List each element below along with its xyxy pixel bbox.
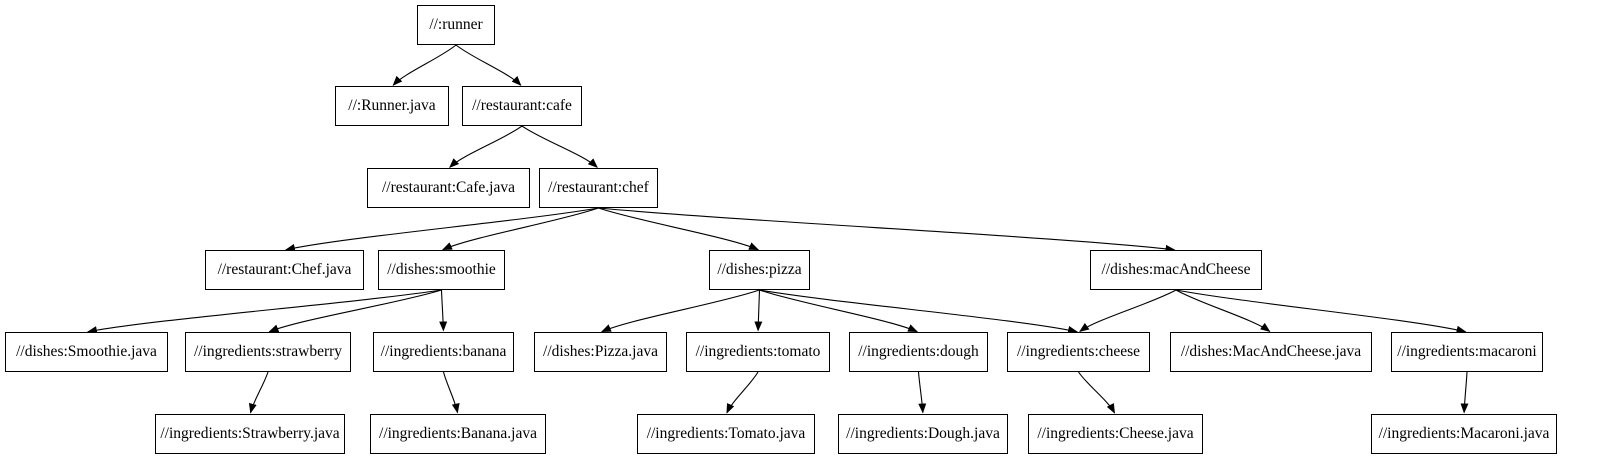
graph-edge-smoothie-to-banana xyxy=(439,289,448,332)
graph-node-banana[interactable]: //ingredients:banana xyxy=(373,332,514,372)
graph-node-cheese_java[interactable]: //ingredients:Cheese.java xyxy=(1028,414,1203,454)
graph-edge-macandcheese-to-macandcheese_java xyxy=(1175,289,1271,332)
graph-node-label: //dishes:Pizza.java xyxy=(543,343,658,361)
graph-node-tomato[interactable]: //ingredients:tomato xyxy=(686,332,830,372)
graph-edge-runner-to-runner_java xyxy=(392,44,457,86)
graph-node-tomato_java[interactable]: //ingredients:Tomato.java xyxy=(637,414,815,454)
graph-node-macandcheese_java[interactable]: //dishes:MacAndCheese.java xyxy=(1170,332,1372,372)
graph-node-label: //ingredients:Banana.java xyxy=(379,425,537,443)
graph-node-label: //ingredients:dough xyxy=(858,343,979,361)
graph-edge-tomato-to-tomato_java xyxy=(726,371,759,414)
graph-node-label: //:runner xyxy=(429,16,483,34)
graph-edge-cafe-to-cafe_java xyxy=(449,125,523,168)
graph-edge-pizza-to-tomato xyxy=(754,289,763,332)
graph-node-pizza[interactable]: //dishes:pizza xyxy=(709,250,810,290)
graph-node-runner[interactable]: //:runner xyxy=(417,5,495,45)
graph-node-label: //ingredients:strawberry xyxy=(193,343,343,361)
graph-node-label: //ingredients:Macaroni.java xyxy=(1378,425,1550,443)
graph-edge-cheese-to-cheese_java xyxy=(1078,371,1115,414)
graph-node-label: //ingredients:Tomato.java xyxy=(646,425,806,443)
graph-node-label: //ingredients:Cheese.java xyxy=(1037,425,1194,443)
graph-edge-cafe-to-chef xyxy=(521,125,598,168)
graph-node-label: //restaurant:Cafe.java xyxy=(382,179,515,197)
graph-node-dough_java[interactable]: //ingredients:Dough.java xyxy=(838,414,1008,454)
graph-node-runner_java[interactable]: //:Runner.java xyxy=(335,86,449,126)
graph-node-cafe[interactable]: //restaurant:cafe xyxy=(462,86,582,126)
graph-node-cheese[interactable]: //ingredients:cheese xyxy=(1007,332,1150,372)
graph-edge-pizza-to-cheese xyxy=(759,289,1078,334)
graph-node-dough[interactable]: //ingredients:dough xyxy=(849,332,988,372)
graph-edge-smoothie-to-strawberry xyxy=(268,289,442,333)
graph-node-label: //dishes:smoothie xyxy=(387,261,496,279)
graph-node-label: //restaurant:cafe xyxy=(472,97,572,115)
graph-node-chef[interactable]: //restaurant:chef xyxy=(539,168,658,208)
graph-node-label: //ingredients:cheese xyxy=(1016,343,1141,361)
graph-edge-macandcheese-to-cheese xyxy=(1079,289,1177,332)
graph-edge-chef-to-macandcheese xyxy=(598,207,1176,253)
graph-edge-macandcheese-to-macaroni xyxy=(1175,289,1467,334)
graph-edge-chef-to-chef_java xyxy=(285,207,599,252)
graph-edge-runner-to-cafe xyxy=(455,44,522,86)
graph-node-macandcheese[interactable]: //dishes:macAndCheese xyxy=(1090,250,1262,290)
graph-node-macaroni[interactable]: //ingredients:macaroni xyxy=(1391,332,1543,372)
graph-node-label: //dishes:macAndCheese xyxy=(1101,261,1251,279)
graph-edge-banana-to-banana_java xyxy=(442,371,460,414)
graph-node-label: //dishes:Smoothie.java xyxy=(16,343,157,361)
graph-edge-pizza-to-pizza_java xyxy=(601,289,760,333)
graph-edge-macaroni-to-macaroni_java xyxy=(1460,371,1469,414)
graph-node-strawberry_java[interactable]: //ingredients:Strawberry.java xyxy=(155,414,345,454)
graph-node-label: //restaurant:chef xyxy=(548,179,649,197)
graph-node-label: //dishes:pizza xyxy=(717,261,802,279)
graph-node-chef_java[interactable]: //restaurant:Chef.java xyxy=(205,250,364,290)
graph-edge-chef-to-smoothie xyxy=(442,207,599,251)
graph-node-smoothie_java[interactable]: //dishes:Smoothie.java xyxy=(5,332,168,372)
graph-node-label: //:Runner.java xyxy=(348,97,436,115)
graph-node-smoothie[interactable]: //dishes:smoothie xyxy=(378,250,505,290)
graph-node-label: //dishes:MacAndCheese.java xyxy=(1180,343,1362,361)
graph-node-strawberry[interactable]: //ingredients:strawberry xyxy=(185,332,351,372)
graph-node-cafe_java[interactable]: //restaurant:Cafe.java xyxy=(367,168,530,208)
graph-node-label: //ingredients:banana xyxy=(380,343,507,361)
graph-node-label: //ingredients:Dough.java xyxy=(846,425,1000,443)
graph-node-macaroni_java[interactable]: //ingredients:Macaroni.java xyxy=(1371,414,1557,454)
graph-edge-dough-to-dough_java xyxy=(917,371,927,414)
graph-node-label: //ingredients:tomato xyxy=(695,343,821,361)
graph-edge-strawberry-to-strawberry_java xyxy=(248,371,269,414)
graph-node-label: //ingredients:macaroni xyxy=(1397,343,1537,361)
graph-edge-pizza-to-dough xyxy=(759,289,918,333)
graph-node-pizza_java[interactable]: //dishes:Pizza.java xyxy=(534,332,667,372)
graph-edge-smoothie-to-smoothie_java xyxy=(87,289,442,335)
graph-node-label: //ingredients:Strawberry.java xyxy=(160,425,340,443)
graph-edge-chef-to-pizza xyxy=(598,207,759,251)
graph-node-label: //restaurant:Chef.java xyxy=(217,261,352,279)
graph-node-banana_java[interactable]: //ingredients:Banana.java xyxy=(370,414,546,454)
